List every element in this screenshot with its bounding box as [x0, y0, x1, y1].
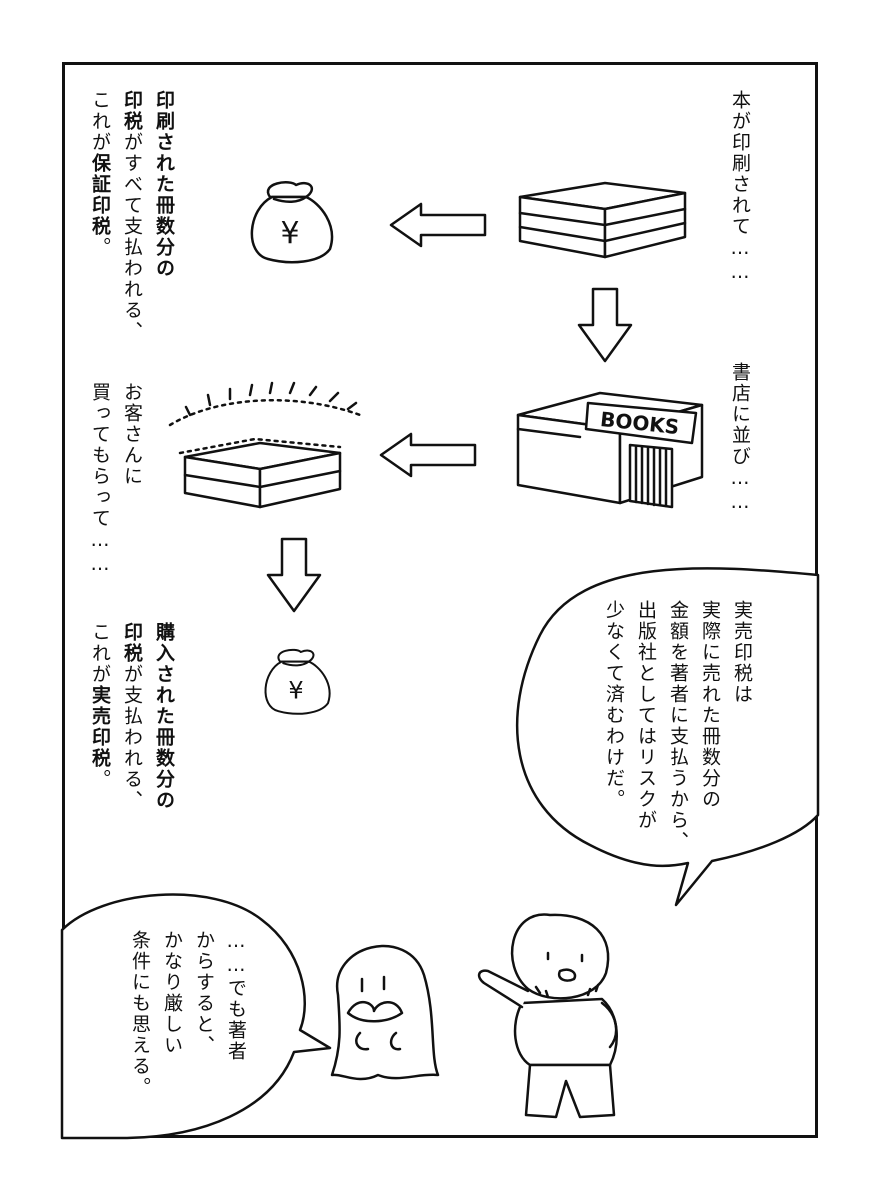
guarantee-line-2: 印税がすべて支払われる、: [116, 90, 148, 342]
actual-royalty-bold: 印税: [121, 622, 143, 664]
money-bag-small-yen-label: ¥: [288, 676, 303, 704]
guarantee-line-3: これが保証印税。: [84, 90, 116, 258]
actual-line-1: 購入された冊数分の: [153, 622, 175, 811]
sold-books-illustration: [168, 381, 362, 509]
explain-line-2: 実際に売れた冊数分の: [699, 600, 721, 810]
explain-line-5: 少なくて済むわけだ。: [603, 600, 625, 810]
actual-line-2: 印税が支払われる、: [116, 622, 148, 811]
narration-shelved: 書店に並び……: [729, 362, 751, 515]
actual-royalty-term: 実売印税: [89, 685, 111, 769]
actual-this-is: これが: [89, 622, 111, 685]
money-bag-icon: ¥: [250, 181, 334, 264]
arrow-left-icon-2: [379, 432, 477, 478]
purchase-line-1: お客さんに: [121, 382, 143, 487]
actual-line-3: これが実売印税。: [84, 622, 116, 790]
explain-line-4: 出版社としてはリスクが: [635, 600, 657, 831]
bookstore-illustration: BOOKS: [516, 391, 704, 509]
reply-line-3: かなり厳しい: [161, 930, 183, 1056]
guarantee-royalty-bold: 印税: [121, 90, 143, 132]
explain-line-3: 金額を著者に支払うから、: [667, 600, 689, 852]
arrow-down-icon: [577, 287, 633, 363]
reply-line-2: からすると、: [193, 930, 215, 1056]
speech-bubble-explain: [515, 567, 820, 907]
purchase-line-2: 買ってもらって……: [89, 382, 111, 577]
reply-line-1: ……でも著者: [225, 930, 247, 1062]
narration-printed: 本が印刷されて……: [729, 90, 751, 285]
arrow-left-icon: [389, 202, 487, 248]
guarantee-royalty-rest: がすべて支払われる、: [121, 132, 143, 342]
printed-books-illustration: [518, 181, 687, 259]
actual-royalty-rest: が支払われる、: [121, 664, 143, 811]
guarantee-period: 。: [89, 237, 111, 258]
arrow-down-icon-2: [266, 537, 322, 613]
actual-period: 。: [89, 769, 111, 790]
money-bag-small-icon: ¥: [264, 648, 331, 715]
speech-bubble-reply: [60, 893, 332, 1140]
ghost-character: [330, 944, 440, 1081]
guarantee-this-is: これが: [89, 90, 111, 153]
explain-line-1: 実売印税は: [731, 600, 753, 705]
bald-man-character: [477, 913, 618, 1119]
money-bag-yen-label: ¥: [280, 216, 299, 251]
guarantee-line-1: 印刷された冊数分の: [153, 90, 175, 279]
guarantee-royalty-term: 保証印税: [89, 153, 111, 237]
reply-line-4: 条件にも思える。: [129, 930, 151, 1098]
